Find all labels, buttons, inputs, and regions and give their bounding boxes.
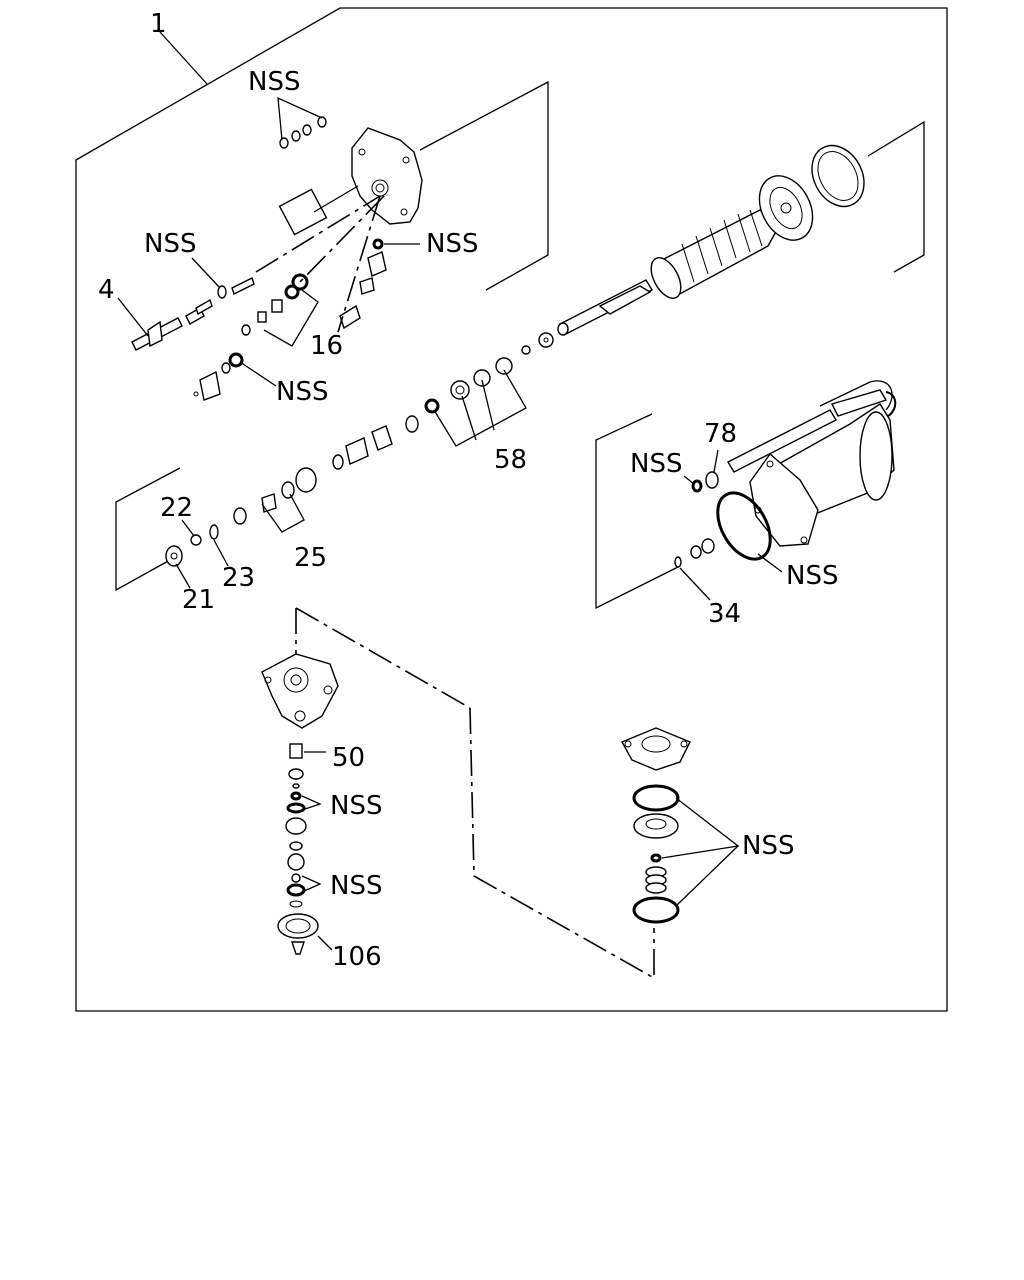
callout-58: 58 [494, 445, 527, 475]
label-nss-left: NSS [144, 229, 196, 259]
leader-nss-mid [239, 361, 277, 387]
lower-valve-body [261, 653, 339, 729]
leader-nss-lower-right [661, 797, 740, 907]
part-34-parts [674, 538, 715, 568]
part-16-seals [241, 273, 309, 336]
leader-nss-cylinder [757, 553, 783, 573]
label-nss-lower-right: NSS [742, 831, 794, 861]
leader-34 [679, 567, 711, 601]
leader-4 [117, 297, 149, 337]
seal-axis [299, 195, 385, 283]
end-bracket [867, 120, 925, 273]
leader-58c [461, 395, 477, 441]
leader-58 [433, 369, 527, 447]
callout-16: 16 [310, 331, 343, 361]
callout-21: 21 [182, 585, 215, 615]
left-bracket [115, 467, 181, 592]
o-ring-upper [632, 784, 680, 812]
leader-nss-stack-1 [301, 795, 322, 811]
nss-seal-set-top [279, 116, 327, 149]
lower-frame-top [295, 607, 471, 709]
label-nss-right: NSS [426, 229, 478, 259]
leader-25 [261, 493, 305, 533]
callout-25: 25 [294, 543, 327, 573]
label-nss-78: NSS [630, 449, 682, 479]
small-plunger [231, 277, 255, 295]
lower-frame-right [469, 707, 655, 980]
leader-58b [481, 379, 495, 431]
nss-seal-mid-left [193, 352, 244, 401]
callout-50: 50 [332, 743, 365, 773]
callout-22: 22 [160, 493, 193, 523]
leader-78 [713, 449, 719, 473]
small-o-ring [650, 853, 662, 863]
part-58-seals [424, 357, 513, 414]
lower-right-spring [645, 866, 667, 894]
part-106 [277, 913, 319, 955]
nss-ring-78 [691, 479, 703, 493]
label-nss-stack-1: NSS [330, 791, 382, 821]
label-nss-stack-2: NSS [330, 871, 382, 901]
callout-78: 78 [704, 419, 737, 449]
bellows-boot [650, 209, 779, 299]
cylinder-rod [727, 409, 837, 473]
assembly-frame [75, 7, 948, 1012]
callout-23: 23 [222, 563, 255, 593]
label-nss-cylinder: NSS [786, 561, 838, 591]
callout-106: 106 [332, 942, 382, 972]
part-21 [165, 545, 183, 567]
part-4-valve-stem [131, 298, 213, 351]
callout-4: 4 [98, 275, 115, 305]
lower-right-cover [621, 727, 691, 771]
leader-22 [181, 519, 195, 537]
mid-small-parts [332, 332, 554, 470]
leader-21 [175, 563, 191, 589]
leader-nss-78 [683, 475, 695, 485]
housing-axis [255, 195, 381, 273]
o-ring-lower [632, 896, 680, 924]
part-78 [705, 471, 719, 489]
leader-23 [213, 539, 229, 567]
callout-34: 34 [708, 599, 741, 629]
cylinder-bracket [595, 413, 681, 610]
leader-nss-left [191, 257, 221, 289]
leader-nss-stack-2 [301, 875, 322, 893]
callout-1: 1 [150, 9, 167, 39]
lower-right-piston [633, 813, 679, 839]
leader-106 [317, 935, 333, 951]
end-seal-ring [811, 144, 865, 208]
housing-bracket [419, 80, 549, 291]
cylinder-top-loop [819, 380, 893, 411]
nss-ring-left [217, 285, 227, 299]
housing-fitting-chain [339, 238, 387, 330]
leader-nss-top [277, 96, 323, 141]
label-nss-mid: NSS [276, 377, 328, 407]
fitting-axis [337, 195, 381, 333]
label-nss-top: NSS [248, 67, 300, 97]
part-23 [209, 524, 219, 540]
part-50 [289, 743, 303, 759]
valve-housing-upper [278, 127, 423, 236]
part-25-parts [233, 467, 317, 525]
leader-1 [159, 31, 208, 85]
part-22 [190, 534, 202, 546]
lower-stack-parts [285, 768, 307, 908]
leader-16 [263, 289, 319, 347]
piston-shaft [557, 279, 653, 336]
end-cover-pulley [758, 175, 814, 241]
